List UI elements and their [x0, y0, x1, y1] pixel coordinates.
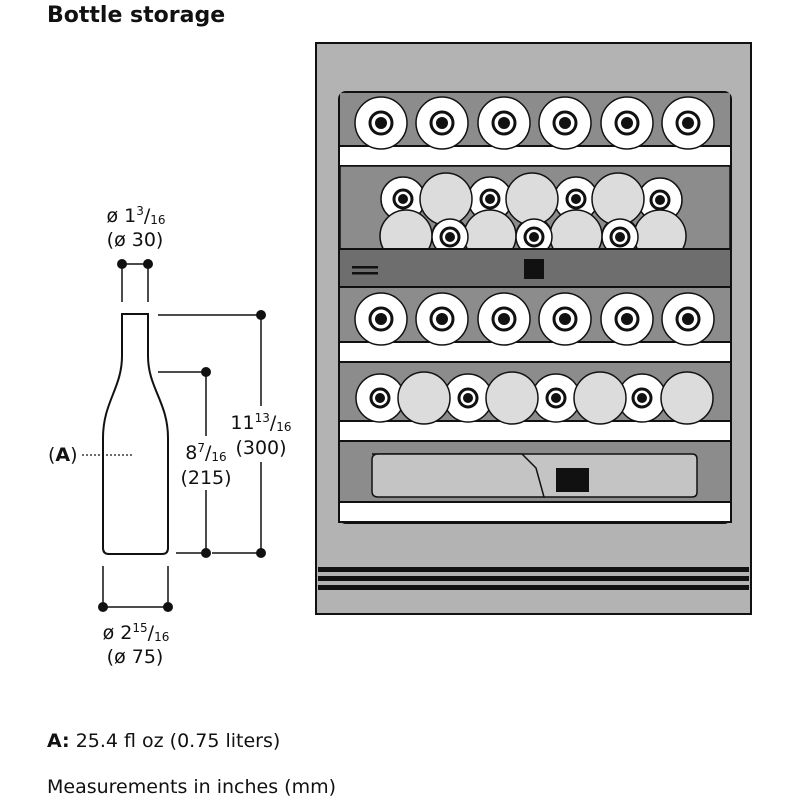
- bottle-label-a: (A): [48, 444, 78, 466]
- base-diameter-in: ø 215/16: [103, 621, 170, 644]
- bottle-end: [431, 218, 469, 256]
- shelf-3-bottles: [354, 292, 715, 346]
- shelf-2-bottles: [379, 172, 687, 263]
- base-dimension-endpoint: [98, 602, 108, 612]
- shelf-4: [338, 363, 732, 442]
- bottle-end: [600, 292, 654, 346]
- bottle-end: [419, 172, 473, 226]
- shelf-4-rail: [338, 420, 732, 442]
- page-title: Bottle storage: [47, 3, 225, 28]
- shoulder-dimension-endpoint: [201, 367, 211, 377]
- total-dimension-endpoint: [256, 310, 266, 320]
- base-diameter-mm: (ø 75): [107, 646, 164, 668]
- neck-diameter-in: ø 13/16: [106, 204, 165, 227]
- bottle-end: [617, 373, 667, 423]
- shelf-3-rail: [338, 341, 732, 363]
- bottle-end: [355, 373, 405, 423]
- neck-dimension-endpoint: [143, 259, 153, 269]
- bottle-dimension-drawing: [82, 259, 266, 612]
- bottle-end: [485, 371, 539, 425]
- bottle-end: [531, 373, 581, 423]
- shelf-5-rail: [338, 501, 732, 523]
- shelf-4-bottles: [355, 371, 714, 425]
- total-dimension-endpoint: [256, 548, 266, 558]
- shelf-2: [339, 165, 731, 263]
- shelf-5: [338, 442, 732, 523]
- bottle-end: [467, 176, 513, 222]
- base-dimension-endpoint: [163, 602, 173, 612]
- shelf-1: [338, 93, 732, 167]
- bottle-end: [477, 96, 531, 150]
- bottle-end: [601, 218, 639, 256]
- shoulder-height-mm: (215): [180, 467, 231, 489]
- neck-dimension-endpoint: [117, 259, 127, 269]
- bottle-end: [661, 292, 715, 346]
- bottle-end: [354, 96, 408, 150]
- bottle-end: [637, 177, 683, 223]
- neck-diameter-mm: (ø 30): [107, 229, 164, 251]
- bottle-end: [443, 373, 493, 423]
- bottle-end: [538, 292, 592, 346]
- menu-lines-icon[interactable]: [352, 266, 378, 275]
- bottle-end: [573, 371, 627, 425]
- bottle-end: [415, 292, 469, 346]
- bottle-end: [661, 96, 715, 150]
- bottle-end: [660, 371, 714, 425]
- bottle-end: [397, 371, 451, 425]
- bottle-end: [354, 292, 408, 346]
- wine-cooler-front-view: [315, 42, 752, 615]
- bottle-end: [415, 96, 469, 150]
- bottle-label: [556, 468, 589, 492]
- control-panel: [338, 248, 732, 288]
- footnote-units: Measurements in inches (mm): [47, 776, 336, 798]
- bottle-end: [591, 172, 645, 226]
- bottle-end: [538, 96, 592, 150]
- power-square-icon[interactable]: [524, 259, 544, 279]
- footnote-volume: A: 25.4 fl oz (0.75 liters): [47, 730, 280, 752]
- bottle-end: [600, 96, 654, 150]
- shelf-1-bottles: [354, 96, 715, 150]
- total-height-in: 1113/16: [230, 411, 291, 434]
- bottle-end: [515, 218, 553, 256]
- shelf-1-rail: [338, 145, 732, 167]
- bottle-end: [477, 292, 531, 346]
- shoulder-height-in: 87/16: [185, 441, 226, 464]
- bottle-end: [380, 176, 426, 222]
- bottle-end: [505, 172, 559, 226]
- bottle-outline: [102, 313, 169, 555]
- shelf-3: [338, 288, 732, 363]
- shoulder-dimension-endpoint: [201, 548, 211, 558]
- vent-grille: [318, 567, 749, 590]
- total-height-mm: (300): [235, 437, 286, 459]
